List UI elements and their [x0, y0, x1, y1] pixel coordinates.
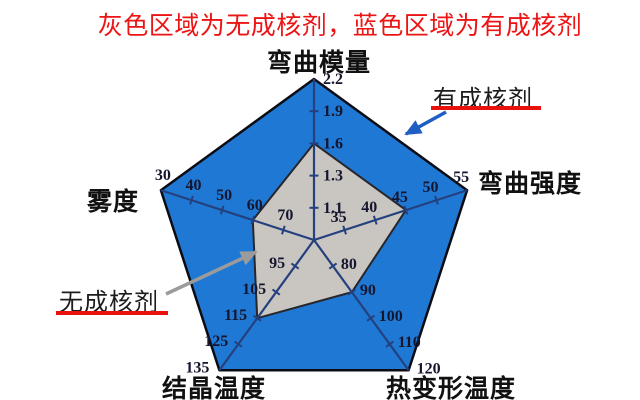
axis-spoke [218, 239, 315, 371]
axis-spoke [313, 239, 410, 371]
tick-label: 125 [204, 333, 228, 350]
tick-mark [234, 340, 243, 348]
tick-mark [342, 225, 347, 235]
tick-mark [403, 205, 409, 215]
axis-spoke [160, 189, 315, 242]
tick-label: 55 [453, 169, 469, 186]
tick-label: 50 [423, 179, 439, 196]
tick-label: 2.2 [323, 71, 343, 88]
tick-label: 110 [398, 334, 421, 351]
tick-mark [252, 314, 262, 322]
tick-label: 45 [392, 189, 408, 206]
tick-mark [189, 195, 194, 205]
arrow-to-gray-region [165, 250, 258, 296]
axis-spoke [313, 189, 468, 242]
tick-mark [347, 288, 357, 296]
tick-label: 95 [269, 255, 285, 272]
tick-mark [328, 262, 338, 270]
tick-label: 1.3 [323, 168, 343, 185]
tick-label: 35 [331, 209, 347, 226]
tick-label: 60 [247, 197, 263, 214]
tick-label: 135 [185, 359, 209, 376]
axis-title: 结晶温度 [162, 374, 266, 400]
tick-mark [281, 225, 286, 235]
axis-title: 弯曲模量 [267, 48, 371, 77]
chart-title: 灰色区域为无成核剂，蓝色区域为有成核剂 [97, 12, 583, 40]
axis-title: 热变形温度 [386, 374, 516, 400]
tick-label: 80 [341, 256, 357, 273]
tick-label: 90 [360, 282, 376, 299]
tick-label: 30 [155, 167, 171, 184]
tick-label: 40 [186, 177, 202, 194]
gray-region-polygon [251, 142, 407, 320]
with-agent-underline [431, 106, 541, 110]
tick-mark [434, 195, 439, 205]
tick-mark [271, 288, 281, 296]
without-agent-underline [56, 311, 168, 315]
tick-label: 40 [361, 199, 377, 216]
tick-label: 1.9 [323, 103, 343, 120]
tick-label: 115 [224, 307, 247, 324]
tick-mark [385, 340, 394, 348]
tick-label: 105 [242, 281, 266, 298]
axis-title: 雾度 [87, 187, 139, 216]
tick-mark [219, 205, 225, 215]
tick-mark [372, 215, 378, 225]
tick-label: 120 [417, 360, 441, 377]
tick-label: 1.6 [323, 135, 343, 152]
arrow-to-blue-region [404, 110, 447, 136]
tick-label: 1.1 [323, 200, 343, 217]
tick-label: 70 [277, 207, 293, 224]
tick-mark [290, 262, 300, 270]
tick-label: 100 [379, 308, 403, 325]
tick-mark [250, 215, 256, 225]
tick-mark [366, 314, 376, 322]
axis-title: 弯曲强度 [478, 169, 582, 198]
tick-label: 50 [216, 187, 232, 204]
